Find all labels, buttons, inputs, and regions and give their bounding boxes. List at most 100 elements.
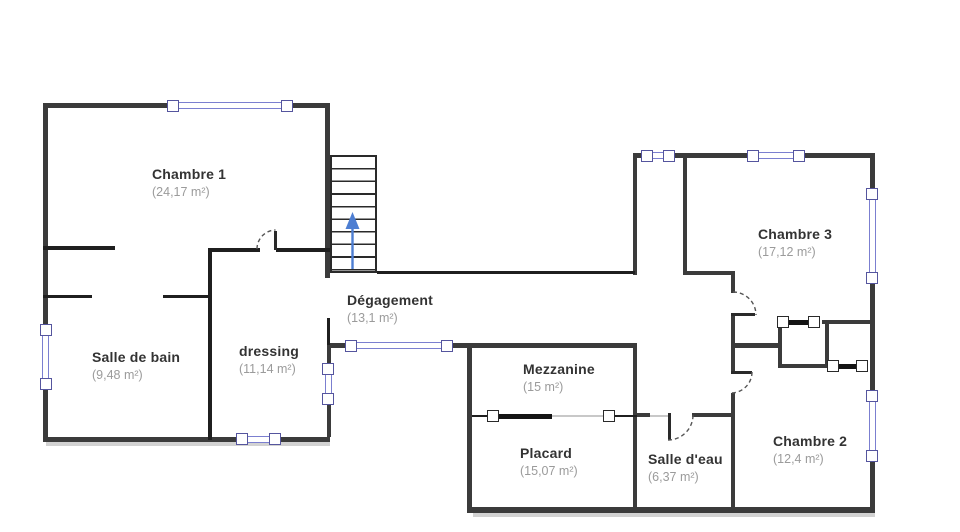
door-swing-arc	[667, 414, 694, 441]
window-glazing	[42, 330, 49, 384]
stairs	[330, 155, 377, 273]
room-area: (15,07 m²)	[520, 464, 578, 478]
window-endcap	[345, 340, 357, 352]
wall	[43, 437, 330, 442]
sliding-door-endcap	[856, 360, 868, 372]
room-label-chambre-1: Chambre 1 (24,17 m²)	[152, 166, 226, 199]
room-label-salle-de-bain: Salle de bain (9,48 m²)	[92, 349, 180, 382]
door-leaf	[668, 413, 671, 440]
room-area: (17,12 m²)	[758, 245, 816, 259]
door-swing-arc	[732, 291, 757, 316]
window-endcap	[441, 340, 453, 352]
sliding-door-endcap	[777, 316, 789, 328]
door-leaf	[731, 371, 752, 374]
room-area: (24,17 m²)	[152, 185, 210, 199]
wall	[778, 320, 782, 368]
wall	[467, 507, 875, 513]
wall	[208, 248, 212, 440]
wall	[43, 103, 48, 442]
wall	[208, 248, 260, 252]
window-endcap	[322, 393, 334, 405]
wall-shadow	[46, 442, 330, 446]
window-glazing	[173, 102, 287, 109]
sliding-door-endcap	[808, 316, 820, 328]
window-endcap	[167, 100, 179, 112]
window-endcap	[269, 433, 281, 445]
wall	[731, 271, 735, 293]
window-glazing	[869, 400, 876, 454]
wall	[276, 248, 330, 252]
window-endcap	[281, 100, 293, 112]
room-label-chambre-3: Chambre 3 (17,12 m²)	[758, 226, 832, 259]
room-area: (11,14 m²)	[239, 362, 296, 376]
wall	[683, 271, 735, 275]
room-label-mezzanine: Mezzanine (15 m²)	[523, 361, 595, 394]
door-leaf	[274, 231, 277, 250]
room-area: (12,4 m²)	[773, 452, 824, 466]
sliding-door-panel	[789, 320, 808, 325]
room-label-placard: Placard (15,07 m²)	[520, 445, 578, 478]
door-swing-arc	[256, 229, 276, 250]
room-name: Chambre 2	[773, 433, 848, 449]
room-name: dressing	[239, 343, 299, 359]
window-endcap	[663, 150, 675, 162]
window-endcap	[641, 150, 653, 162]
room-label-chambre-2: Chambre 2 (12,4 m²)	[773, 433, 847, 466]
room-name: Salle d'eau	[648, 451, 723, 467]
room-area: (6,37 m²)	[648, 470, 699, 484]
room-name: Salle de bain	[92, 349, 181, 365]
room-name: Chambre 1	[152, 166, 227, 182]
sliding-door-panel	[839, 364, 856, 369]
wall	[43, 246, 115, 250]
wall	[467, 345, 472, 507]
room-name: Placard	[520, 445, 572, 461]
window-endcap	[866, 390, 878, 402]
corridor-edge-line	[377, 271, 635, 274]
window-endcap	[40, 324, 52, 336]
window-glazing	[351, 342, 447, 349]
room-label-salle-deau: Salle d'eau (6,37 m²)	[648, 451, 723, 484]
window-endcap	[793, 150, 805, 162]
wall	[633, 413, 650, 417]
door-header-line	[650, 415, 668, 417]
window-endcap	[322, 363, 334, 375]
wall	[870, 153, 875, 513]
door-swing-arc	[730, 371, 753, 394]
room-area: (13,1 m²)	[347, 311, 398, 325]
window-endcap	[866, 188, 878, 200]
sliding-door-endcap	[487, 410, 499, 422]
door-leaf	[731, 313, 755, 316]
room-area: (9,48 m²)	[92, 368, 143, 382]
room-name: Mezzanine	[523, 361, 595, 377]
wall	[825, 320, 829, 368]
wall	[43, 295, 92, 298]
window-endcap	[866, 272, 878, 284]
wall-shadow	[473, 513, 875, 517]
window-endcap	[236, 433, 248, 445]
wall	[731, 393, 735, 512]
wall	[683, 153, 687, 275]
sliding-door-track	[472, 415, 489, 417]
wall	[731, 343, 778, 348]
wall	[692, 413, 735, 417]
room-name: Dégagement	[347, 292, 434, 308]
wall	[327, 343, 637, 348]
room-label-degagement: Dégagement (13,1 m²)	[347, 292, 433, 325]
window-endcap	[747, 150, 759, 162]
sliding-door-track	[552, 415, 604, 417]
room-name: Chambre 3	[758, 226, 833, 242]
wall	[325, 103, 330, 278]
sliding-door-endcap	[827, 360, 839, 372]
room-area: (15 m²)	[523, 380, 564, 394]
room-label-dressing: dressing (11,14 m²)	[239, 343, 299, 376]
window-glazing	[869, 194, 876, 278]
wall	[327, 318, 330, 345]
window-endcap	[40, 378, 52, 390]
wall	[822, 320, 875, 324]
wall	[633, 153, 637, 275]
wall	[778, 364, 829, 368]
wall	[633, 343, 637, 512]
window-endcap	[866, 450, 878, 462]
wall	[163, 295, 210, 298]
